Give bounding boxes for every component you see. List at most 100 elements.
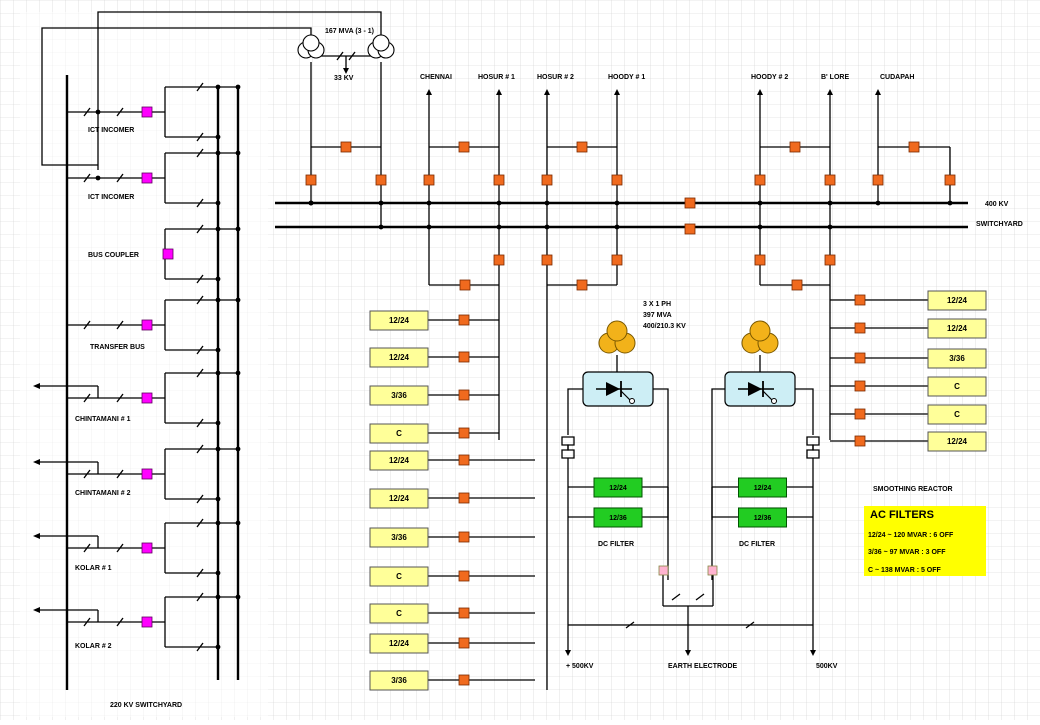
dc-filter-box <box>738 477 787 498</box>
disconnector <box>196 198 204 208</box>
wire <box>795 388 814 435</box>
junction-dot <box>235 84 241 90</box>
ac-filter-box <box>369 385 429 406</box>
disconnector <box>116 173 124 183</box>
ac-filter-label: 12/24 <box>389 353 410 362</box>
disconnector <box>196 494 204 504</box>
transformer-icon <box>372 34 390 52</box>
tie-breaker <box>459 279 471 291</box>
ac-filter-label: C <box>396 429 402 438</box>
filter-breaker <box>854 352 866 364</box>
line-breaker <box>824 174 836 186</box>
junction-dot <box>235 370 241 376</box>
line-breaker <box>375 174 387 186</box>
feeder-breaker <box>141 172 153 184</box>
legend-row: 12/24 ~ 120 MVAR : 6 OFF <box>868 532 954 539</box>
junction-dot <box>235 226 241 232</box>
line-label-400kv: HOSUR # 1 <box>478 74 515 81</box>
disconnector <box>196 418 204 428</box>
ac-filter-label: 3/36 <box>949 354 965 363</box>
junction-dot <box>947 200 953 206</box>
ac-filter-box <box>369 603 429 624</box>
switchyard-400-label: SWITCHYARD <box>976 221 1023 228</box>
ac-filter-label: C <box>954 382 960 391</box>
tie-breaker <box>791 279 803 291</box>
junction-dot <box>95 109 101 115</box>
bay-label-220kv: ICT INCOMER <box>88 127 134 134</box>
bay-label-220kv: BUS COUPLER <box>88 252 139 259</box>
ac-filter-box <box>369 566 429 587</box>
disconnector <box>625 621 635 629</box>
arrow-head <box>757 89 763 95</box>
neutral-breaker <box>707 565 718 576</box>
converter-transformer-label: 3 X 1 PH <box>643 301 671 308</box>
junction-dot <box>215 226 221 232</box>
junction-dot <box>215 644 221 650</box>
feeder-breaker <box>141 542 153 554</box>
line-label-400kv: HOODY # 1 <box>608 74 645 81</box>
wiring <box>40 11 951 690</box>
junction-dot <box>308 200 314 206</box>
junction-dot <box>378 200 384 206</box>
junction-dot <box>215 200 221 206</box>
junction-dot <box>235 150 241 156</box>
ac-filter-box <box>369 423 429 444</box>
switchyard-220-title: 220 KV SWITCHYARD <box>110 702 182 709</box>
filter-breaker <box>458 427 470 439</box>
smoothing-reactor <box>812 436 820 459</box>
disconnector <box>196 132 204 142</box>
disconnector <box>196 518 204 528</box>
line-breaker <box>754 174 766 186</box>
disconnector <box>116 320 124 330</box>
thyristor-symbol <box>762 390 773 401</box>
junction-dot <box>827 200 833 206</box>
line-label-400kv: HOODY # 2 <box>751 74 788 81</box>
line-label-400kv: CHENNAI <box>420 74 452 81</box>
arrow-head <box>33 533 40 539</box>
bay-label-220kv: CHINTAMANI # 2 <box>75 490 131 497</box>
junction-dot <box>215 520 221 526</box>
junction-dot <box>614 224 620 230</box>
filter-breaker <box>458 492 470 504</box>
ac-filter-label: 12/24 <box>389 639 410 648</box>
ac-filter-box <box>927 404 987 425</box>
line-breaker <box>305 174 317 186</box>
transformer-icon <box>302 34 320 52</box>
line-breaker <box>611 174 623 186</box>
filter-breaker <box>458 454 470 466</box>
junction-dot <box>875 200 881 206</box>
junction-dot <box>215 420 221 426</box>
junction-dot <box>215 496 221 502</box>
junction-dot <box>215 594 221 600</box>
ac-filter-label: C <box>396 609 402 618</box>
feeder-breaker <box>141 468 153 480</box>
legend-box <box>864 506 986 576</box>
junction-dot <box>757 200 763 206</box>
bus-coupler-breaker <box>684 197 696 209</box>
dc-filter-label: 12/24 <box>609 485 627 492</box>
legend-row: 3/36 ~ 97 MVAR : 3 OFF <box>868 549 946 556</box>
line-breaker <box>541 174 553 186</box>
junction-dot <box>215 370 221 376</box>
tie-breaker <box>340 141 352 153</box>
disconnector <box>116 469 124 479</box>
earth-electrode-label: EARTH ELECTRODE <box>668 663 738 670</box>
ac-filter-box <box>369 488 429 509</box>
dc-filter-label: DC FILTER <box>739 541 775 548</box>
disconnector <box>196 642 204 652</box>
disconnector <box>83 320 91 330</box>
neutral-breaker <box>658 565 669 576</box>
thyristor-symbol <box>629 398 635 404</box>
disconnector <box>348 51 356 61</box>
junction-dot <box>426 200 432 206</box>
disconnector <box>671 593 681 601</box>
components <box>33 34 987 691</box>
ac-filter-box <box>927 318 987 339</box>
line-label-400kv: B' LORE <box>821 74 849 81</box>
bus-breaker <box>824 254 836 266</box>
transformer-voltage: 33 KV <box>334 75 354 82</box>
arrow-head <box>33 607 40 613</box>
junction-dot <box>544 200 550 206</box>
bay-label-220kv: TRANSFER BUS <box>90 344 145 351</box>
